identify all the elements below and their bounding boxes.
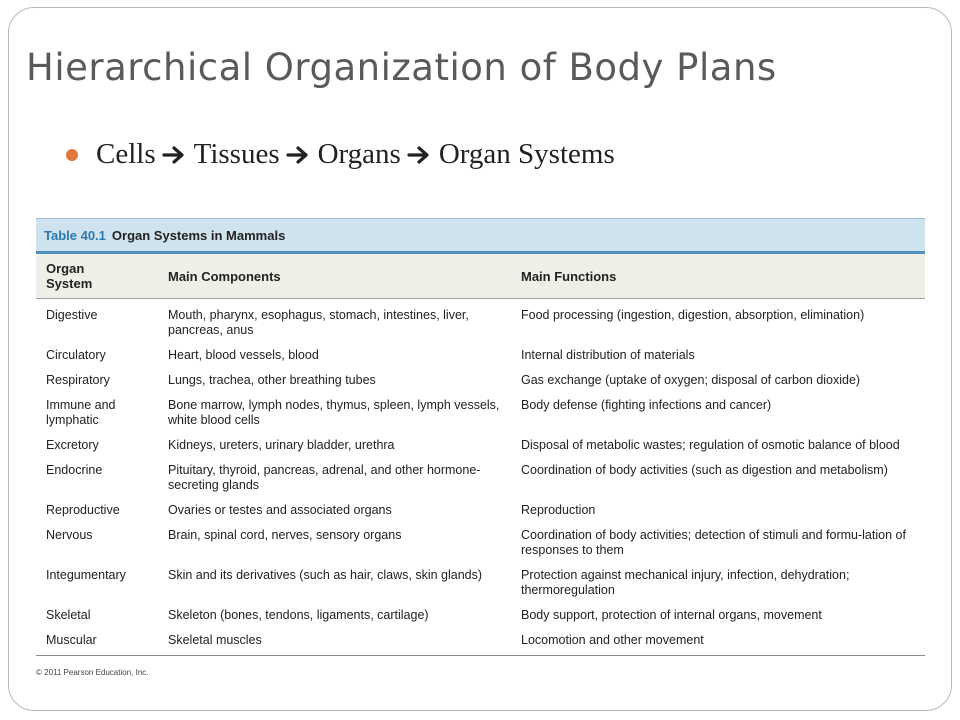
cell-main-functions: Coordination of body activities; detecti… [521, 528, 906, 557]
cell-organ-system: Integumentary [46, 568, 126, 582]
table-caption-rule [36, 251, 925, 254]
cell-main-functions: Reproduction [521, 503, 596, 517]
cell-main-functions: Internal distribution of materials [521, 348, 695, 362]
cell-organ-system: Digestive [46, 308, 98, 322]
table-row: Nervous Brain, spinal cord, nerves, senso… [36, 523, 925, 563]
cell-main-components: Heart, blood vessels, blood [168, 348, 319, 362]
cell-organ-system: Excretory [46, 438, 99, 452]
cell-main-components: Lungs, trachea, other breathing tubes [168, 373, 376, 387]
table-bottom-rule [36, 655, 925, 656]
table-row: Reproductive Ovaries or testes and associ… [36, 498, 925, 523]
bullet-term-tissues: Tissues [193, 138, 280, 170]
table-row: Excretory Kidneys, ureters, urinary bladd… [36, 433, 925, 458]
cell-organ-system: Nervous [46, 528, 93, 542]
cell-organ-system: Reproductive [46, 503, 120, 517]
slide-title: Hierarchical Organization of Body Plans [26, 46, 777, 89]
table-row: Skeletal Skeleton (bones, tendons, ligame… [36, 603, 925, 628]
bullet-term-organs: Organs [317, 138, 401, 170]
cell-main-components: Pituitary, thyroid, pancreas, adrenal, a… [168, 463, 481, 492]
cell-main-functions: Protection against mechanical injury, in… [521, 568, 850, 597]
bullet-text: Cells Tissues Organs Organ Systems [96, 138, 615, 171]
cell-main-components: Kidneys, ureters, urinary bladder, ureth… [168, 438, 395, 452]
table-body: Digestive Mouth, pharynx, esophagus, stom… [36, 299, 925, 653]
header-main-components: Main Components [168, 268, 281, 284]
cell-organ-system: Circulatory [46, 348, 106, 362]
cell-main-components: Ovaries or testes and associated organs [168, 503, 392, 517]
cell-organ-system: Endocrine [46, 463, 103, 477]
table-caption: Table 40.1 Organ Systems in Mammals [36, 218, 925, 251]
cell-main-components: Skin and its derivatives (such as hair, … [168, 568, 483, 582]
bullet-dot-icon [66, 148, 78, 161]
table-row: Muscular Skeletal muscles Locomotion and o… [36, 628, 925, 653]
cell-organ-system: Respiratory [46, 373, 110, 387]
table-caption-title: Organ Systems in Mammals [111, 227, 286, 243]
table-row: Integumentary Skin and its derivatives (s… [36, 563, 925, 603]
cell-main-components: Bone marrow, lymph nodes, thymus, spleen… [168, 398, 500, 427]
table-row: Immune and lymphatic Bone marrow, lymph n… [36, 393, 925, 433]
header-organ-system: Organ System [46, 261, 93, 291]
right-arrow-icon [407, 145, 429, 164]
cell-main-components: Mouth, pharynx, esophagus, stomach, inte… [168, 308, 469, 337]
table-row: Digestive Mouth, pharynx, esophagus, stom… [36, 303, 925, 343]
cell-main-functions: Gas exchange (uptake of oxygen; disposal… [521, 373, 861, 387]
header-main-functions: Main Functions [521, 268, 617, 284]
table-row: Circulatory Heart, blood vessels, blood In… [36, 343, 925, 368]
cell-main-functions: Coordination of body activities (such as… [521, 463, 888, 477]
cell-main-components: Skeleton (bones, tendons, ligaments, car… [168, 608, 429, 622]
cell-main-functions: Food processing (ingestion, digestion, a… [521, 308, 865, 322]
copyright-notice: © 2011 Pearson Education, Inc. [36, 668, 149, 677]
table-caption-number: Table 40.1 [44, 227, 106, 243]
cell-organ-system: Muscular [46, 633, 97, 647]
cell-main-components: Brain, spinal cord, nerves, sensory orga… [168, 528, 402, 542]
cell-main-components: Skeletal muscles [168, 633, 262, 647]
table-row: Endocrine Pituitary, thyroid, pancreas, a… [36, 458, 925, 498]
bullet-term-cells: Cells [96, 138, 156, 170]
organ-systems-table: Table 40.1 Organ Systems in Mammals Orga… [36, 218, 925, 656]
right-arrow-icon [286, 145, 308, 164]
cell-main-functions: Body support, protection of internal org… [521, 608, 822, 622]
cell-organ-system: Immune and lymphatic [46, 398, 116, 427]
bullet-item: Cells Tissues Organs Organ Systems [66, 138, 615, 171]
right-arrow-icon [162, 145, 184, 164]
cell-main-functions: Body defense (fighting infections and ca… [521, 398, 772, 412]
table-header-row: Organ System Main Components Main Functi… [36, 254, 925, 299]
table-row: Respiratory Lungs, trachea, other breathi… [36, 368, 925, 393]
cell-main-functions: Disposal of metabolic wastes; regulation… [521, 438, 900, 452]
bullet-term-organ-systems: Organ Systems [438, 138, 615, 170]
cell-main-functions: Locomotion and other movement [521, 633, 704, 647]
cell-organ-system: Skeletal [46, 608, 91, 622]
